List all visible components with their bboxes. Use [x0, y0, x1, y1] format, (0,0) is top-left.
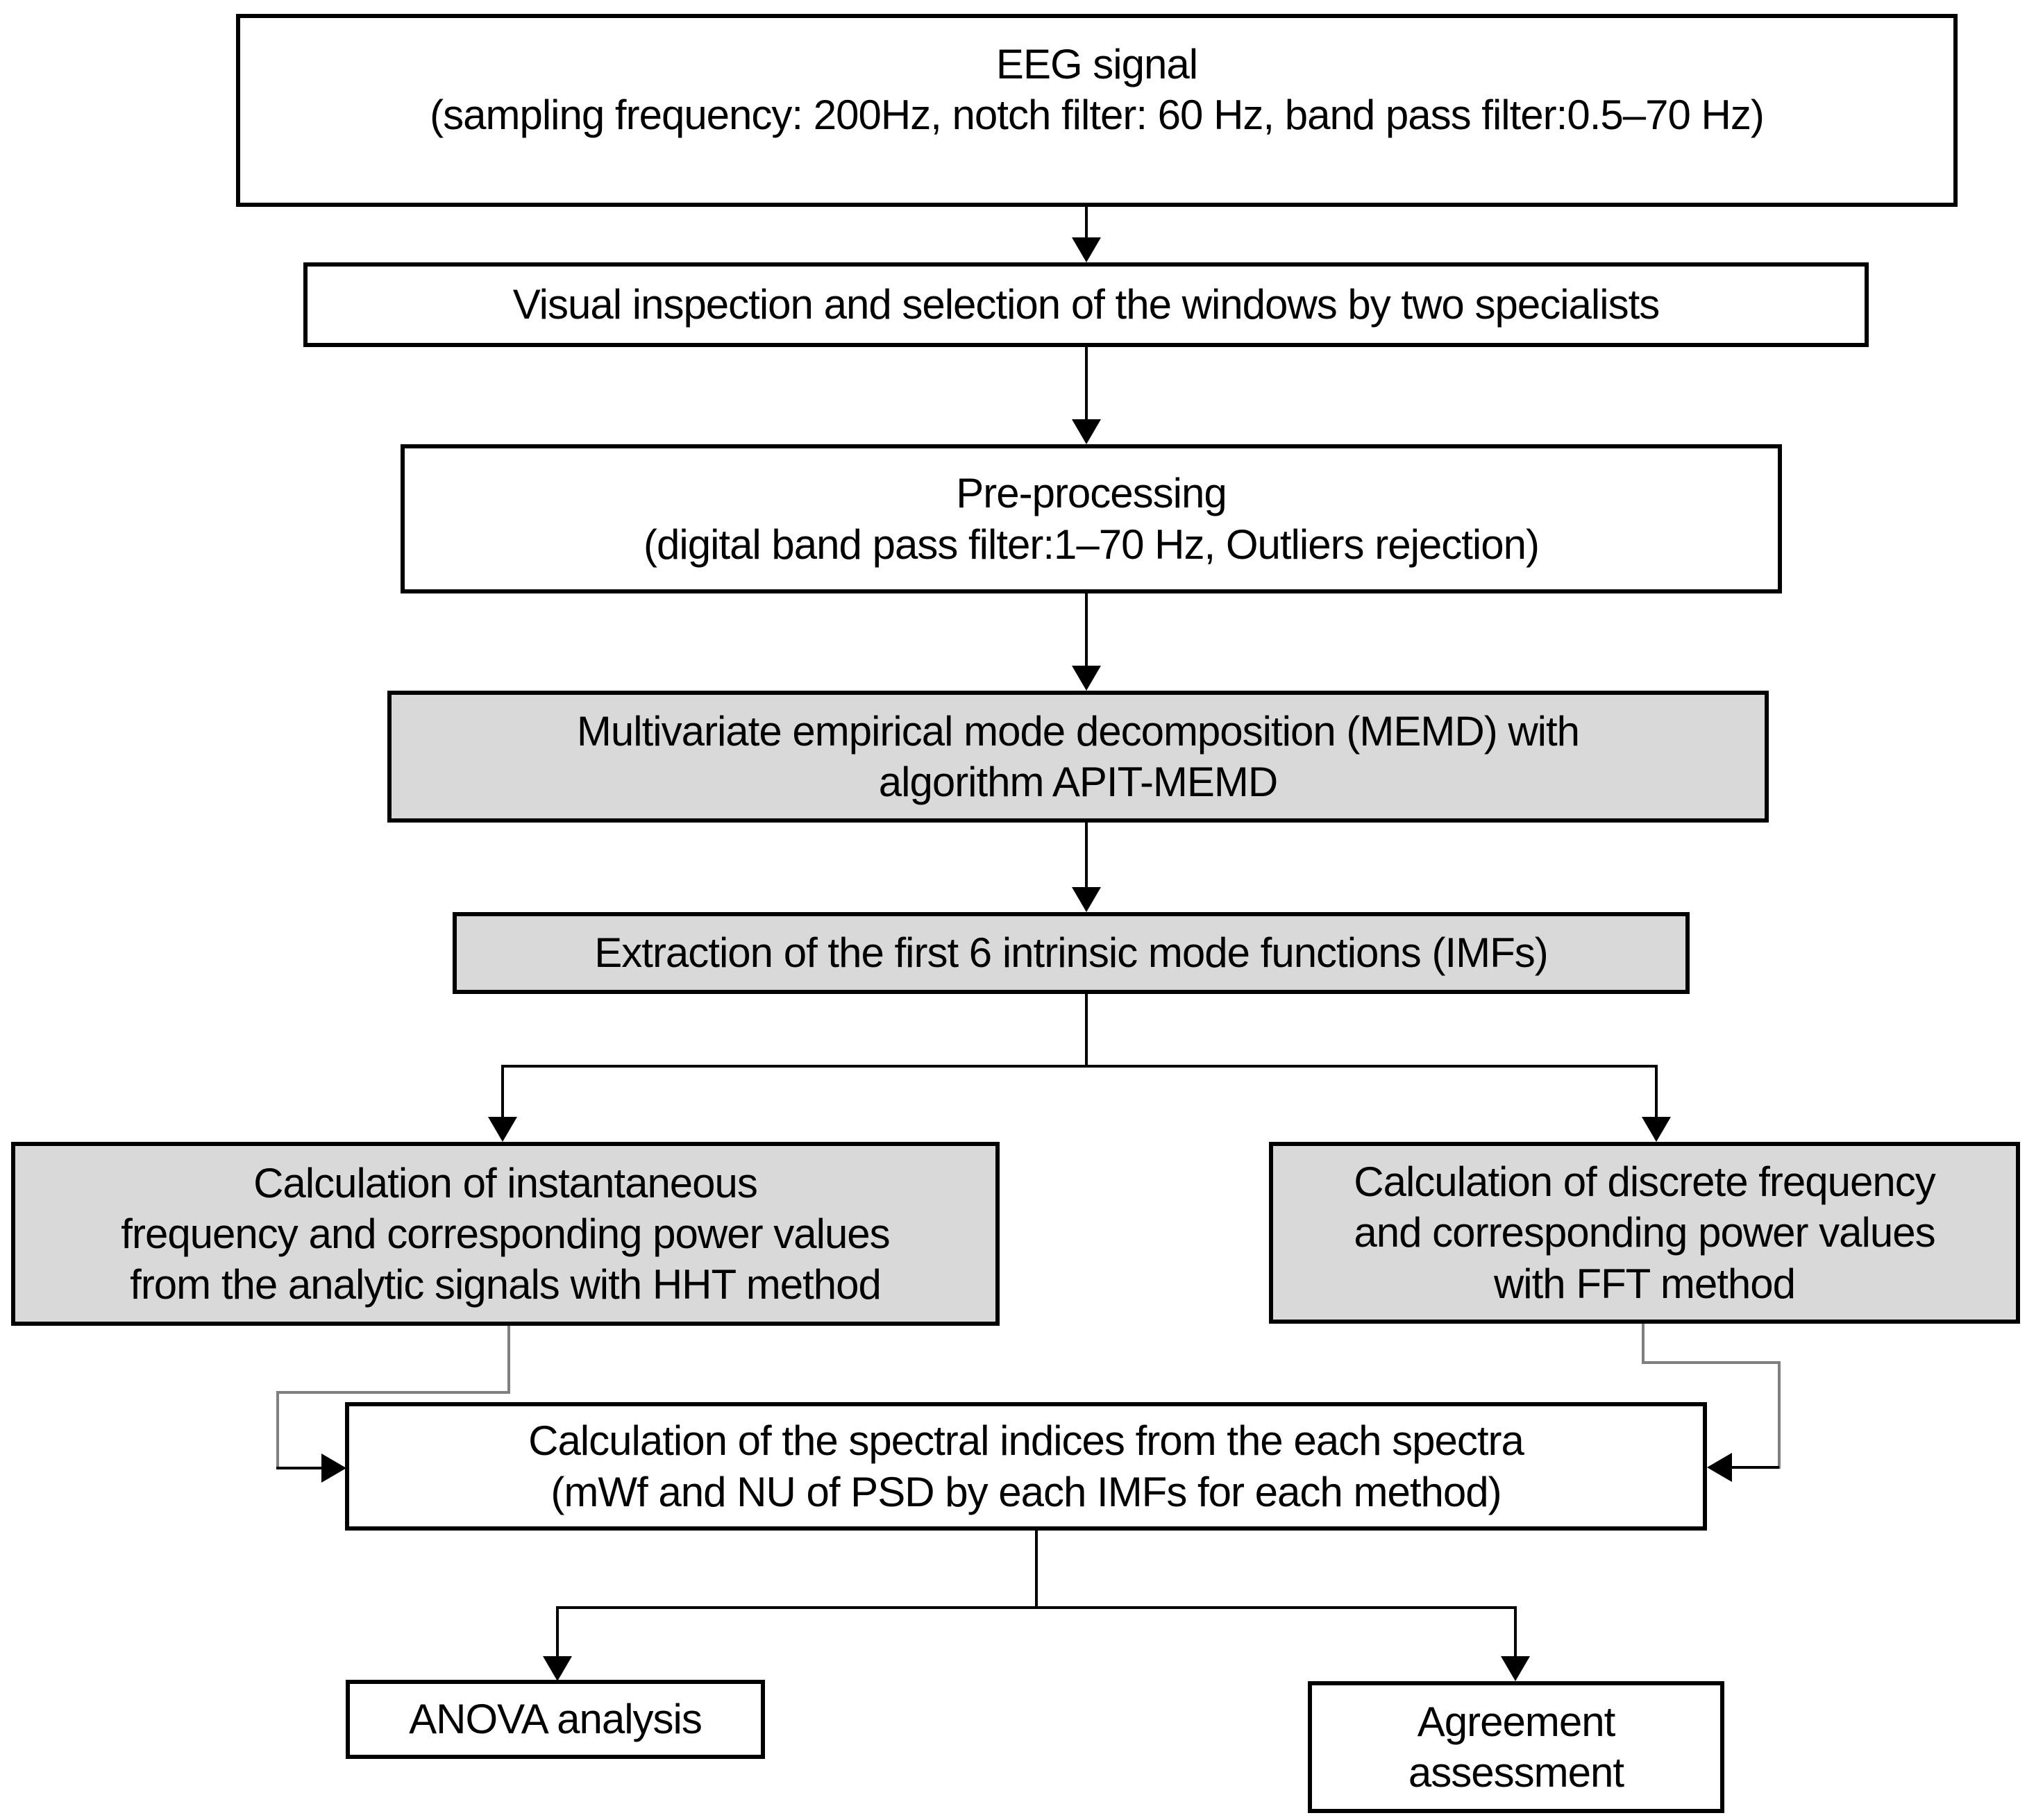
arrowhead-into-preprocessing — [1072, 419, 1101, 444]
connector-fft-to-spectral-seg1 — [1642, 1324, 1645, 1364]
node-text-line: Calculation of instantaneous — [253, 1159, 758, 1206]
connector-fft-to-spectral-seg4 — [1732, 1466, 1779, 1469]
arrowhead-into-anova — [543, 1656, 572, 1681]
node-text-line: frequency and corresponding power values — [121, 1210, 890, 1257]
arrowhead-into-spectral-right — [1707, 1453, 1732, 1482]
connector-hht-to-spectral-seg1 — [507, 1326, 510, 1394]
arrowhead-into-hht — [488, 1117, 517, 1142]
flow-node-hht-calculation: Calculation of instantaneous frequency a… — [11, 1142, 1000, 1326]
flow-node-anova-analysis: ANOVA analysis — [346, 1680, 765, 1759]
connector-imf-branch-stub — [1085, 994, 1088, 1068]
connector-branch-to-agreement-line — [1514, 1606, 1517, 1658]
flow-node-visual-inspection: Visual inspection and selection of the w… — [303, 262, 1869, 347]
connector-hht-to-spectral-seg2 — [276, 1391, 510, 1394]
connector-branch-to-anova-line — [556, 1606, 559, 1658]
node-text-line: with FFT method — [1493, 1260, 1796, 1307]
arrowhead-into-memd — [1072, 666, 1101, 691]
arrowhead-into-visual — [1072, 237, 1101, 262]
arrowhead-into-fft — [1642, 1117, 1671, 1142]
arrowhead-into-spectral-left — [321, 1454, 346, 1483]
node-text-line: Agreement — [1417, 1698, 1615, 1745]
node-text-line: Multivariate empirical mode decompositio… — [576, 707, 1580, 755]
connector-branch-to-hht-line — [501, 1065, 504, 1118]
node-text-line: and corresponding power values — [1354, 1209, 1935, 1256]
node-text-line: Visual inspection and selection of the w… — [512, 281, 1660, 328]
flow-node-eeg-signal: EEG signal (sampling frequency: 200Hz, n… — [236, 14, 1958, 207]
connector-memd-to-imf-line — [1085, 823, 1088, 888]
node-text-line: (mWf and NU of PSD by each IMFs for each… — [550, 1468, 1502, 1515]
flow-node-fft-calculation: Calculation of discrete frequency and co… — [1269, 1142, 2020, 1324]
connector-preprocessing-to-memd-line — [1085, 593, 1088, 667]
connector-fft-to-spectral-seg3 — [1778, 1361, 1781, 1469]
flow-node-imf-extraction: Extraction of the first 6 intrinsic mode… — [453, 912, 1690, 994]
connector-spectral-branch-stub — [1035, 1531, 1038, 1609]
node-text-line: Pre-processing — [956, 470, 1227, 517]
flow-node-memd: Multivariate empirical mode decompositio… — [387, 691, 1769, 823]
flow-node-preprocessing: Pre-processing (digital band pass filter… — [401, 444, 1782, 593]
flow-node-agreement-assessment: Agreement assessment — [1308, 1681, 1724, 1813]
arrowhead-into-agreement — [1501, 1656, 1530, 1681]
node-text-line: Extraction of the first 6 intrinsic mode… — [594, 929, 1548, 977]
node-text-line: from the analytic signals with HHT metho… — [130, 1261, 882, 1308]
flow-node-spectral-indices: Calculation of the spectral indices from… — [345, 1402, 1707, 1531]
connector-visual-to-preprocessing-line — [1085, 347, 1088, 421]
connector-hht-to-spectral-seg3 — [276, 1391, 279, 1469]
connector-imf-branch-crossbar — [501, 1065, 1658, 1068]
connector-branch-to-fft-line — [1655, 1065, 1658, 1118]
node-text-line: (digital band pass filter:1–70 Hz, Outli… — [644, 521, 1540, 568]
node-text-line: Calculation of the spectral indices from… — [528, 1417, 1524, 1465]
connector-spectral-branch-crossbar — [556, 1606, 1517, 1609]
connector-eeg-to-visual-line — [1085, 207, 1088, 239]
node-text-line: ANOVA analysis — [409, 1696, 703, 1743]
arrowhead-into-imf — [1072, 887, 1101, 912]
node-text-line: assessment — [1408, 1749, 1624, 1796]
node-text-line: EEG signal — [995, 41, 1198, 87]
connector-hht-to-spectral-seg4 — [276, 1467, 325, 1469]
node-text-line: (sampling frequency: 200Hz, notch filter… — [430, 92, 1765, 139]
connector-fft-to-spectral-seg2 — [1642, 1361, 1781, 1364]
node-text-line: Calculation of discrete frequency — [1354, 1158, 1935, 1206]
node-text-line: algorithm APIT-MEMD — [878, 759, 1278, 805]
